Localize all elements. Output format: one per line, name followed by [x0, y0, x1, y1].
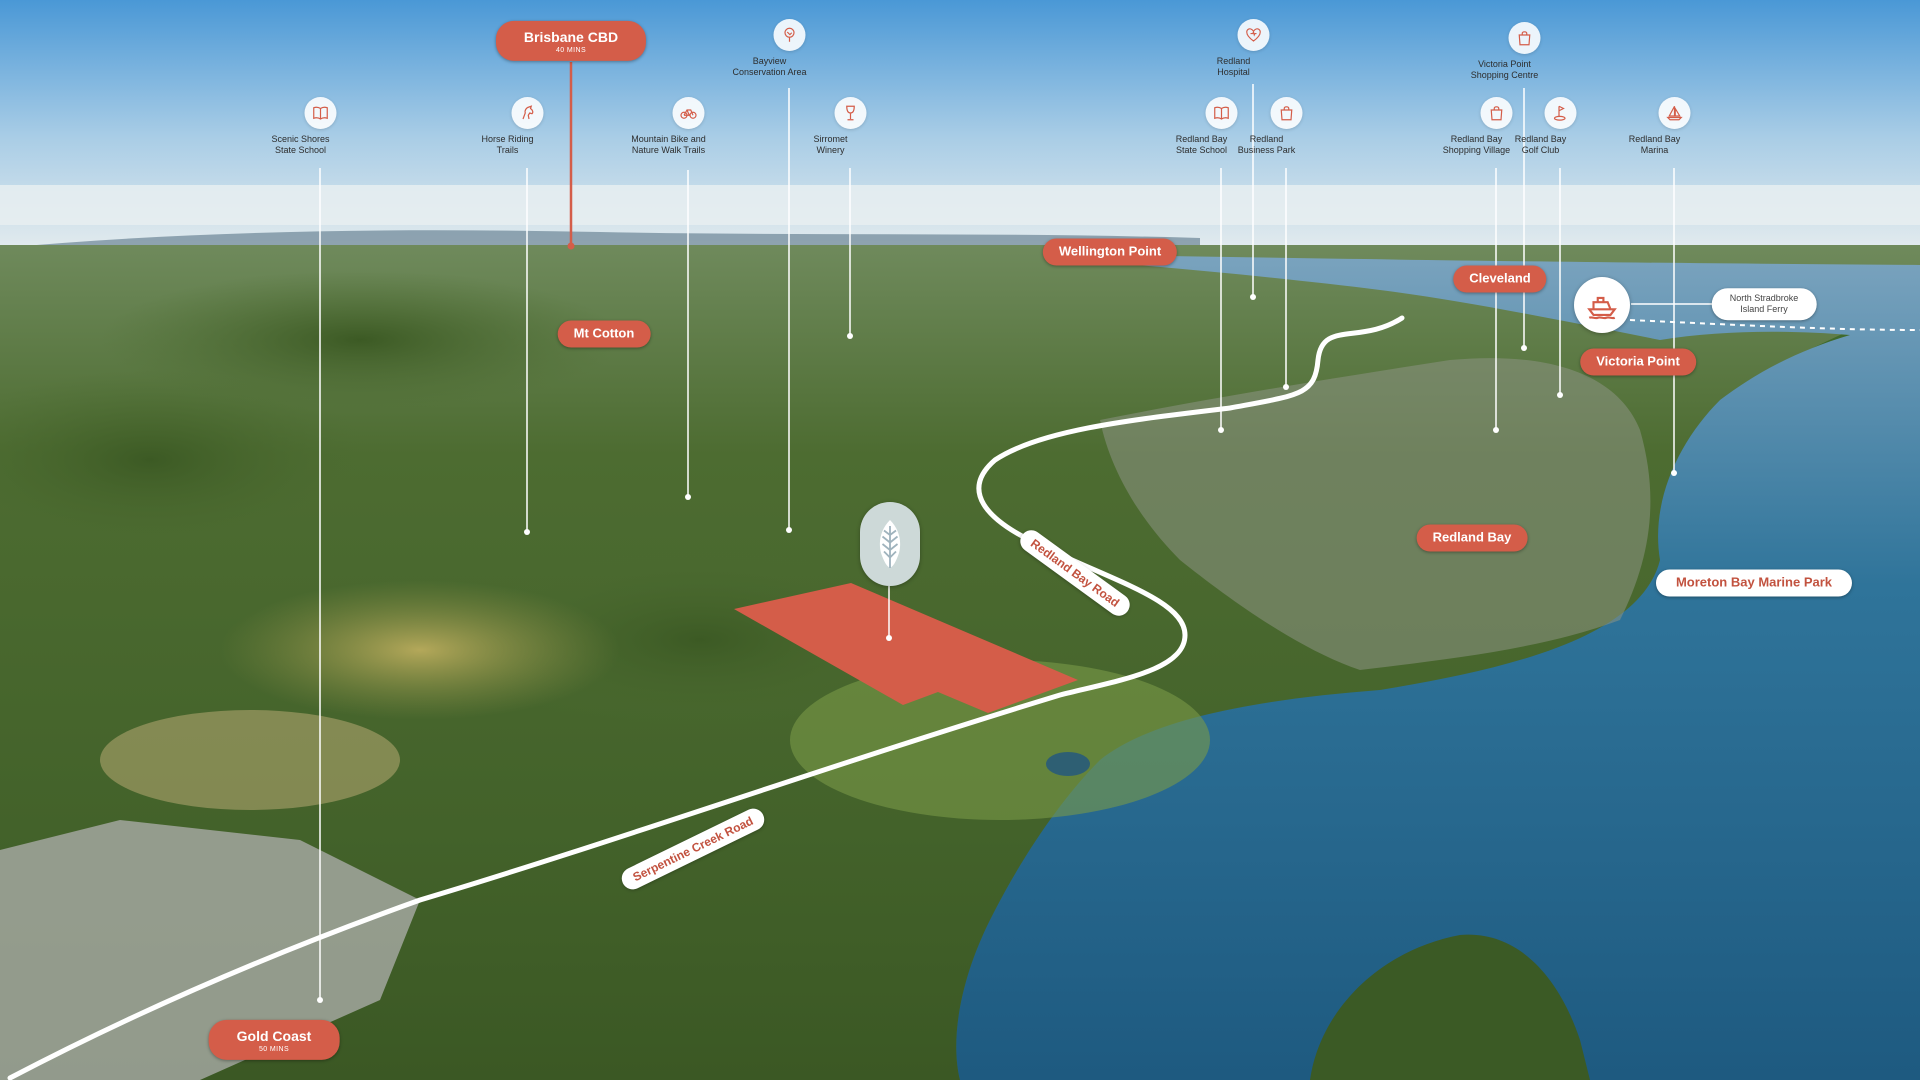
brisbane-dot — [567, 242, 575, 250]
shopping-bag-icon — [1508, 22, 1540, 54]
shopping-bag-icon — [1480, 97, 1512, 129]
tree-icon — [773, 19, 805, 51]
moreton-bay-marine-park-pill[interactable]: Moreton Bay Marine Park — [1655, 569, 1853, 597]
ship-glyph — [1587, 296, 1617, 320]
residential-southwest — [0, 820, 420, 1080]
leader-lines — [319, 84, 1715, 1000]
victoria-point-pill[interactable]: Victoria Point — [1580, 348, 1696, 376]
ferry-route — [1629, 319, 1920, 331]
gold-coast-time: 50 MINS — [258, 1046, 290, 1054]
main-road — [7, 315, 1405, 1080]
poi-horse-riding-trails[interactable]: Horse Riding Trails — [481, 97, 563, 156]
poi-label: Victoria Point Shopping Centre — [1470, 59, 1539, 80]
ferry-icon[interactable] — [1574, 277, 1630, 333]
heart-icon — [1237, 19, 1269, 51]
poi-label: Redland Business Park — [1237, 134, 1296, 155]
cleveland-pill[interactable]: Cleveland — [1453, 265, 1547, 293]
leaf-icon — [879, 520, 901, 568]
redland-bay-pill[interactable]: Redland Bay — [1416, 524, 1528, 552]
book-icon — [304, 97, 336, 129]
suburbs-east — [1100, 358, 1651, 670]
brisbane-cbd-time: 40 MINS — [555, 47, 587, 55]
bicycle-icon — [672, 97, 704, 129]
poi-label: Mountain Bike and Nature Walk Trails — [631, 134, 706, 155]
gold-coast-name: Gold Coast — [236, 1027, 312, 1044]
golf-icon — [1544, 97, 1576, 129]
wellington-point-pill[interactable]: Wellington Point — [1042, 238, 1178, 266]
poi-bayview-conservation-area[interactable]: Bayview Conservation Area — [732, 19, 825, 78]
ferry-pill[interactable]: North Stradbroke Island Ferry — [1711, 288, 1817, 320]
pond — [1046, 752, 1090, 776]
poi-redland-bay-state-school[interactable]: Redland Bay State School — [1176, 97, 1257, 156]
poi-redland-hospital[interactable]: Redland Hospital — [1217, 19, 1289, 78]
wine-glass-icon — [834, 97, 866, 129]
site-leaf-badge[interactable] — [860, 502, 920, 586]
poi-mountain-bike-trails[interactable]: Mountain Bike and Nature Walk Trails — [631, 97, 724, 156]
brisbane-cbd-name: Brisbane CBD — [523, 28, 619, 45]
cloud-band — [0, 185, 1920, 225]
field-3 — [100, 710, 400, 810]
poi-label: Sirromet Winery — [813, 134, 848, 155]
development-site-parcel — [734, 583, 1078, 713]
shopping-bag-icon — [1270, 97, 1302, 129]
poi-redland-bay-golf-club[interactable]: Redland Bay Golf Club — [1515, 97, 1596, 156]
poi-label: Redland Bay State School — [1175, 134, 1228, 155]
hill-2 — [0, 370, 370, 550]
leader-dots — [317, 294, 1677, 1003]
poi-label: Bayview Conservation Area — [732, 56, 807, 77]
mt-cotton-pill[interactable]: Mt Cotton — [557, 320, 651, 348]
book-icon — [1205, 97, 1237, 129]
field-1 — [220, 580, 620, 720]
horse-icon — [511, 97, 543, 129]
poi-label: Redland Bay Shopping Village — [1442, 134, 1511, 155]
hill-1 — [100, 270, 620, 410]
poi-redland-bay-marina[interactable]: Redland Bay Marina — [1629, 97, 1710, 156]
poi-victoria-point-shopping-centre[interactable]: Victoria Point Shopping Centre — [1471, 22, 1560, 81]
poi-label: Horse Riding Trails — [481, 134, 534, 155]
brisbane-cbd-pill[interactable]: Brisbane CBD 40 MINS — [495, 20, 647, 62]
poi-scenic-shores-state-school[interactable]: Scenic Shores State School — [271, 97, 356, 156]
gold-coast-pill[interactable]: Gold Coast 50 MINS — [208, 1019, 340, 1061]
poi-label: Redland Bay Marina — [1628, 134, 1681, 155]
moreton-bay-water — [956, 255, 1920, 1080]
poi-label: Scenic Shores State School — [271, 134, 330, 155]
poi-label: Redland Bay Golf Club — [1514, 134, 1567, 155]
poi-redland-bay-shopping-village[interactable]: Redland Bay Shopping Village — [1443, 97, 1532, 156]
poi-redland-business-park[interactable]: Redland Business Park — [1238, 97, 1322, 156]
sailboat-icon — [1658, 97, 1690, 129]
poi-label: Redland Hospital — [1216, 56, 1251, 77]
poi-sirromet-winery[interactable]: Sirromet Winery — [813, 97, 886, 156]
island — [1310, 934, 1590, 1080]
